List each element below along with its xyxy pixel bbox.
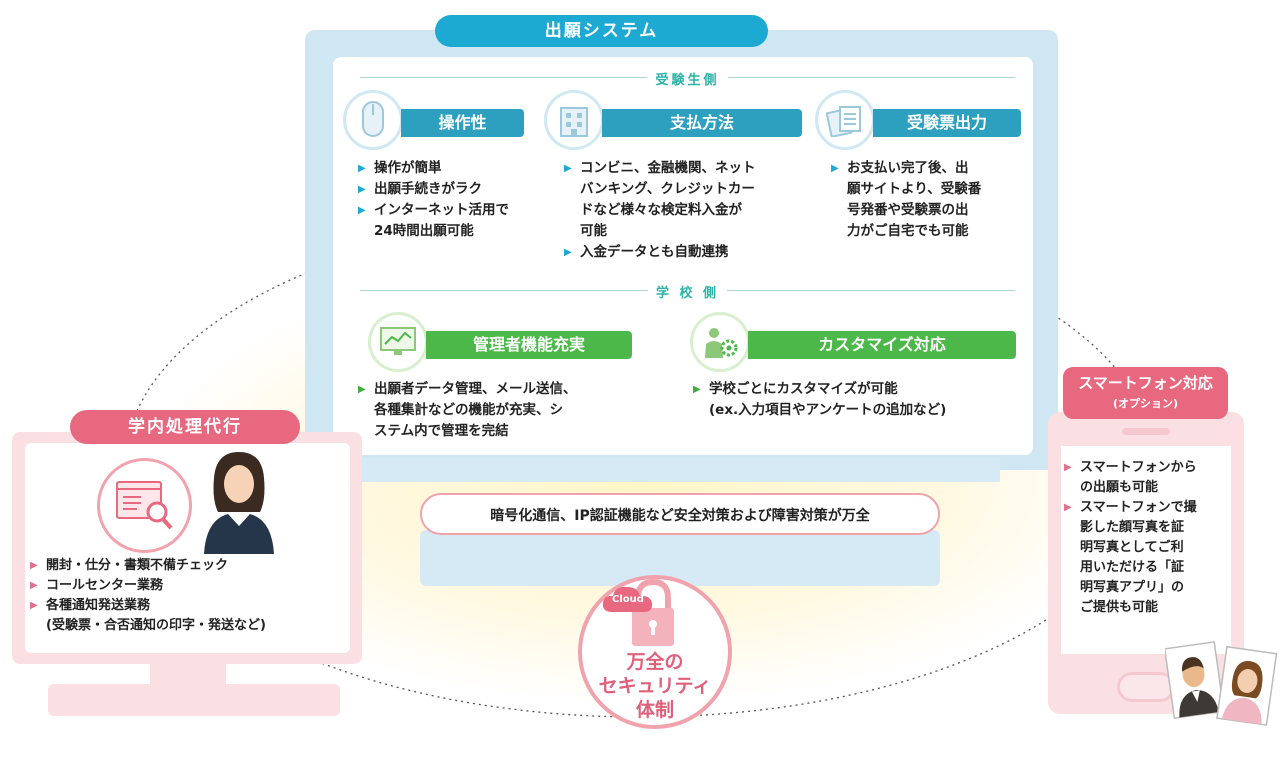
building-icon xyxy=(544,90,604,150)
list-item: 入金データとも自動連携 xyxy=(564,242,809,263)
list-item: 操作が簡単 xyxy=(358,158,548,179)
list-item-continued: 各種集計などの機能が充実、シ xyxy=(374,402,563,418)
admin-title: 管理者機能充実 xyxy=(426,331,632,359)
cloud-icon xyxy=(602,586,653,612)
list-item-continued: (受験票・合否通知の印字・発送など) xyxy=(46,618,266,633)
mouse-icon xyxy=(343,90,403,150)
smartphone-list: スマートフォンから の出願も可能 スマートフォンで撮 影した顔写真を証 明写真と… xyxy=(1064,458,1232,618)
security-banner: 暗号化通信、IP認証機能など安全対策および障害対策が万全 xyxy=(420,493,940,535)
lock-icon xyxy=(632,578,674,646)
school-section-label: 学 校 側 xyxy=(647,286,728,301)
usability-title: 操作性 xyxy=(401,109,524,137)
system-title: 出願システム xyxy=(435,15,768,47)
list-item-continued: ステム内で管理を完結 xyxy=(374,423,509,439)
list-item-continued: バンキング、クレジットカー xyxy=(580,181,755,197)
list-item: スマートフォンから xyxy=(1064,458,1232,478)
list-item-continued: 可能 xyxy=(580,223,607,239)
applicant-label-wrap: 受験生側 xyxy=(0,69,1281,88)
gear-person-icon xyxy=(690,312,750,372)
ticket-title: 受験票出力 xyxy=(873,109,1021,137)
ticket-list: お支払い完了後、出 願サイトより、受験番 号発番や受験票の出 力がご自宅でも可能 xyxy=(831,158,1026,242)
monitor-bezel xyxy=(360,458,1000,482)
smartphone-title: スマートフォン対応 xyxy=(1078,374,1213,392)
monitor-chart-icon xyxy=(368,312,428,372)
list-item-continued: 願サイトより、受験番 xyxy=(847,181,982,197)
proxy-monitor-base xyxy=(48,684,340,716)
list-item-continued: 明写真としてご利 xyxy=(1080,540,1184,555)
list-item: 開封・仕分・書類不備チェック xyxy=(30,556,350,576)
document-search-icon xyxy=(116,481,173,530)
cloud-label: Cloud xyxy=(612,594,644,605)
custom-title: カスタマイズ対応 xyxy=(748,331,1016,359)
admin-list: 出願者データ管理、メール送信、 各種集計などの機能が充実、シ ステム内で管理を完… xyxy=(358,379,658,442)
list-item: 出願手続きがラク xyxy=(358,179,548,200)
school-label-wrap: 学 校 側 xyxy=(0,282,1281,301)
smartphone-subtitle: (オプション) xyxy=(1112,397,1179,410)
usability-list: 操作が簡単 出願手続きがラク インターネット活用で 24時間出願可能 xyxy=(358,158,548,242)
list-item: コンビニ、金融機関、ネット xyxy=(564,158,809,179)
proxy-monitor-neck xyxy=(150,664,226,686)
list-item-continued: 明写真アプリ」の xyxy=(1080,580,1185,595)
payment-list: コンビニ、金融機関、ネット バンキング、クレジットカー ドなど様々な検定料入金が… xyxy=(564,158,809,263)
applicant-section-label: 受験生側 xyxy=(647,73,728,88)
security-line: 体制 xyxy=(635,699,674,721)
custom-list: 学校ごとにカスタマイズが可能 (ex.入力項目やアンケートの追加など) xyxy=(693,379,1023,421)
list-item-continued: 24時間出願可能 xyxy=(374,223,474,239)
smartphone-title-box: スマートフォン対応 (オプション) xyxy=(1063,367,1228,419)
list-item-continued: の出願も可能 xyxy=(1080,480,1159,495)
woman-icon xyxy=(204,452,274,554)
monitor-stand xyxy=(420,530,940,586)
list-item-continued: 用いただける「証 xyxy=(1080,560,1185,575)
list-item: コールセンター業務 xyxy=(30,576,350,596)
proxy-screen xyxy=(25,443,350,653)
payment-title: 支払方法 xyxy=(602,109,802,137)
phone-screen xyxy=(1061,446,1231,654)
security-text: 万全の セキュリティ 体制 xyxy=(578,650,732,722)
list-item-continued: ご提供も可能 xyxy=(1080,600,1159,615)
list-item: 各種通知発送業務 xyxy=(30,596,350,616)
list-item: 出願者データ管理、メール送信、 xyxy=(358,379,658,400)
security-line: 万全の xyxy=(626,651,684,673)
list-item: インターネット活用で xyxy=(358,200,548,221)
photo-woman-icon xyxy=(1216,645,1278,726)
list-item-continued: ドなど様々な検定料入金が xyxy=(580,202,742,218)
list-item-continued: 力がご自宅でも可能 xyxy=(847,223,969,239)
list-item: お支払い完了後、出 xyxy=(831,158,1026,179)
list-item: スマートフォンで撮 xyxy=(1064,498,1232,518)
list-item-continued: 号発番や受験票の出 xyxy=(847,202,969,218)
tickets-icon xyxy=(815,90,875,150)
phone-speaker xyxy=(1122,428,1170,435)
list-item-continued: 影した顔写真を証 xyxy=(1080,520,1185,535)
security-line: セキュリティ xyxy=(598,675,712,697)
list-item-continued: (ex.入力項目やアンケートの追加など) xyxy=(709,402,947,418)
proxy-list: 開封・仕分・書類不備チェック コールセンター業務 各種通知発送業務 (受験票・合… xyxy=(30,556,350,636)
photo-man-icon xyxy=(1165,641,1225,720)
list-item: 学校ごとにカスタマイズが可能 xyxy=(693,379,1023,400)
proxy-title: 学内処理代行 xyxy=(70,410,300,444)
